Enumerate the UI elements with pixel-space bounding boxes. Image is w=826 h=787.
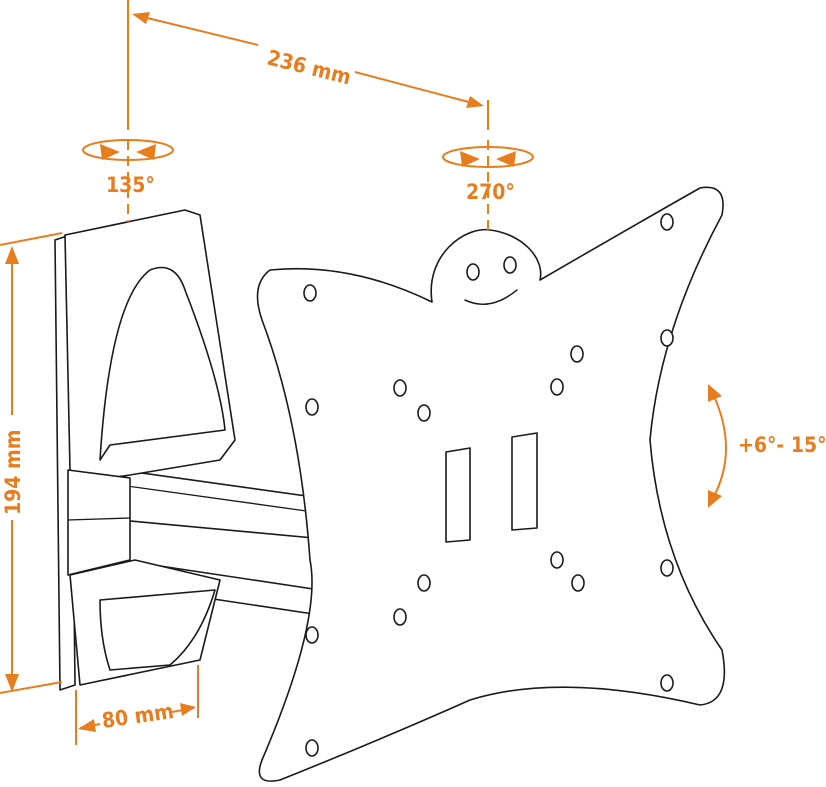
mounting-hole — [503, 256, 517, 274]
mounting-hole — [305, 398, 319, 416]
slot-right — [511, 432, 538, 531]
dimension-lines — [0, 0, 727, 745]
mounting-hole — [393, 608, 407, 626]
mounting-hole — [571, 574, 585, 592]
mounting-hole — [550, 378, 564, 396]
mounting-hole — [417, 404, 431, 422]
depth-label: 80 mm — [100, 699, 175, 733]
wall-bracket — [54, 209, 236, 691]
plate-swivel-label: 270° — [466, 180, 515, 204]
mounting-hole — [466, 263, 480, 281]
mounting-hole — [660, 674, 674, 692]
mounting-hole — [393, 379, 407, 397]
wall-swivel-label: 135° — [106, 173, 155, 197]
mounting-hole — [550, 551, 564, 569]
slot-left — [445, 447, 471, 543]
mounting-hole — [660, 329, 674, 347]
mounting-hole — [570, 345, 584, 363]
mounting-hole — [303, 284, 317, 302]
mounting-hole — [417, 574, 431, 592]
tilt-label: +6°- 15° — [738, 433, 826, 457]
width-distance-label: 236 mm — [265, 46, 354, 90]
mounting-hole — [660, 559, 674, 577]
height-label: 194 mm — [1, 430, 25, 515]
vesa-plate — [256, 186, 726, 782]
mounting-hole — [305, 626, 319, 644]
mounting-hole — [305, 739, 319, 757]
mounting-hole — [660, 213, 674, 231]
